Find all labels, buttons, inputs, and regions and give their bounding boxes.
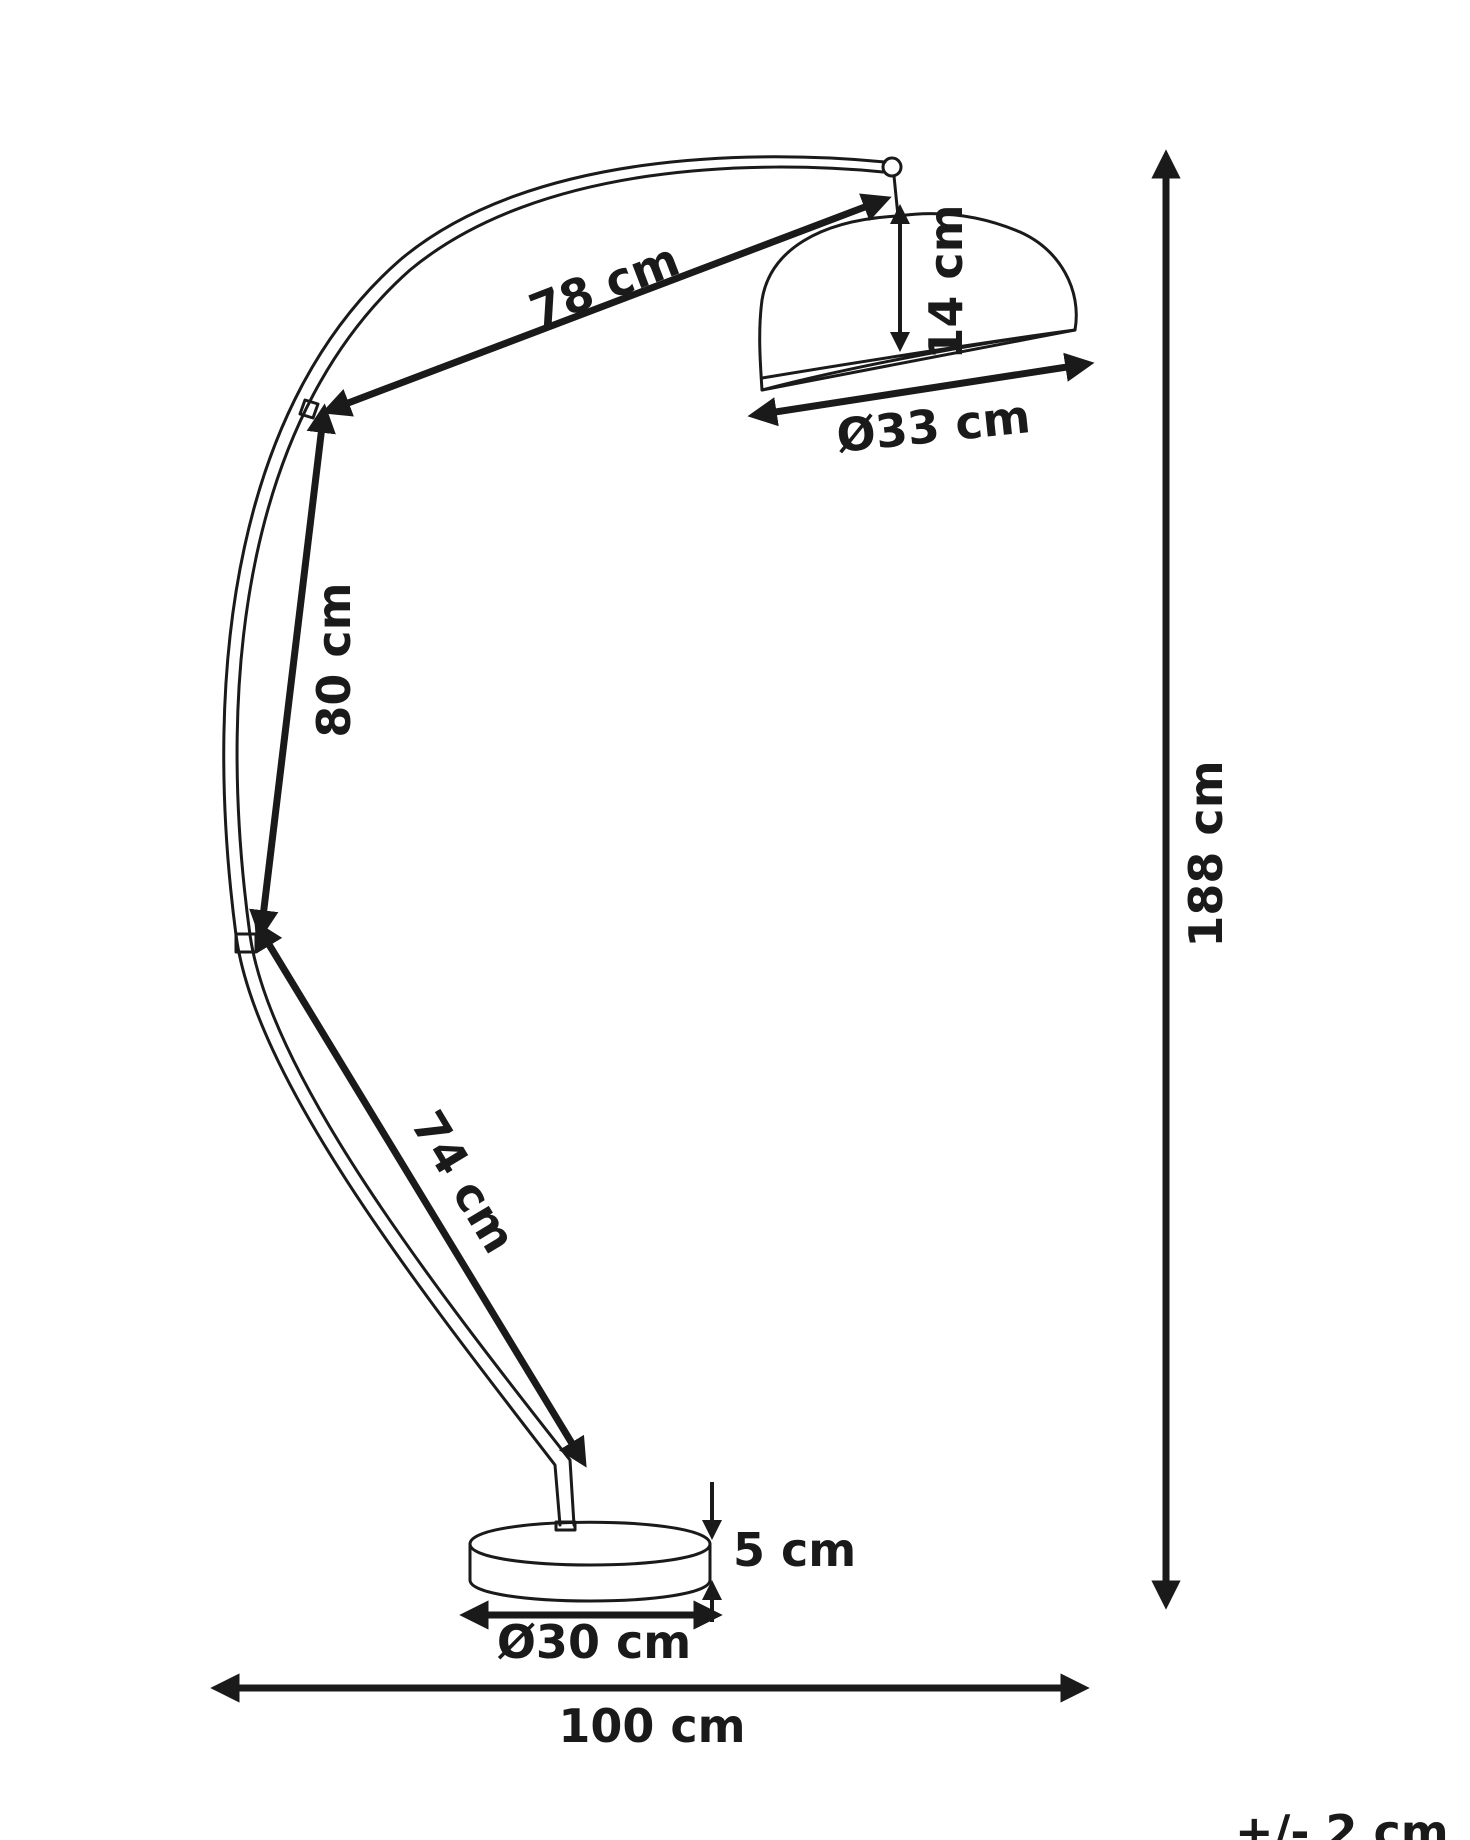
stem-joint-upper bbox=[298, 398, 320, 420]
label-total-width: 100 cm bbox=[558, 1699, 745, 1753]
lamp-base-top-edge bbox=[468, 1542, 712, 1567]
stem-collar bbox=[554, 1520, 577, 1532]
dim-line-upper-arm bbox=[321, 193, 892, 417]
lamp-stem-outer bbox=[222, 155, 887, 1527]
dim-line-middle-arc bbox=[249, 403, 336, 940]
label-upper-arm: 78 cm bbox=[522, 232, 686, 338]
lamp-drawing bbox=[222, 155, 1078, 1603]
label-base-diameter: Ø30 cm bbox=[497, 1615, 691, 1669]
dim-line-lower-arc bbox=[254, 920, 587, 1468]
label-lower-arc: 74 cm bbox=[401, 1101, 527, 1262]
dimension-lines bbox=[210, 149, 1181, 1703]
label-base-height: 5 cm bbox=[733, 1523, 856, 1577]
label-middle-arc: 80 cm bbox=[307, 582, 361, 737]
label-tolerance: +/- 2 cm bbox=[1235, 1805, 1449, 1840]
label-shade-height: 14 cm bbox=[919, 204, 973, 359]
lamp-stem-inner bbox=[235, 165, 885, 1527]
dimension-labels: 14 cm Ø33 cm 78 cm 80 cm 74 cm 5 cm Ø30 … bbox=[307, 204, 1449, 1840]
pivot-ball bbox=[881, 156, 903, 178]
lamp-base bbox=[468, 1520, 712, 1603]
label-total-height: 188 cm bbox=[1179, 760, 1233, 947]
lamp-shade bbox=[758, 174, 1078, 392]
